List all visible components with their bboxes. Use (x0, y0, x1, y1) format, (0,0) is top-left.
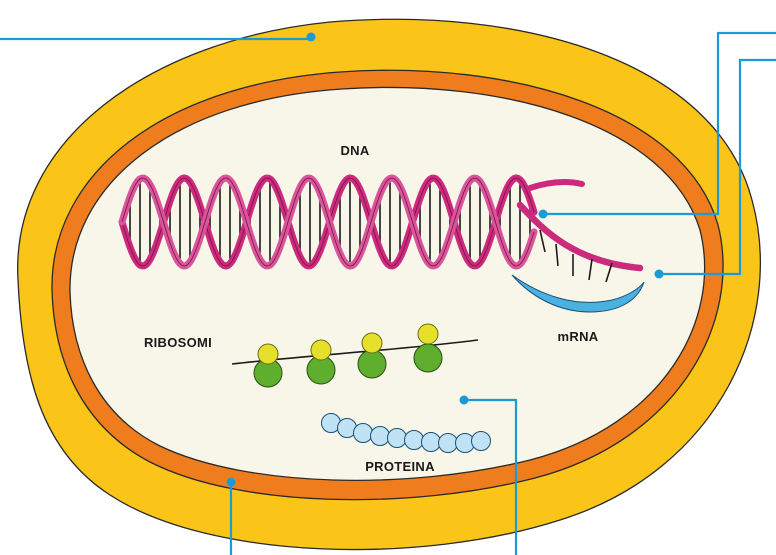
ribosome (254, 344, 282, 387)
ribosome (358, 333, 386, 378)
amino-acid (371, 427, 390, 446)
label-ribosomi: RIBOSOMI (144, 335, 212, 350)
ribosome-small-subunit (258, 344, 278, 364)
ribosome-small-subunit (418, 324, 438, 344)
amino-acid (354, 424, 373, 443)
amino-acid (439, 434, 458, 453)
label-dna: DNA (340, 143, 369, 158)
amino-acid (388, 429, 407, 448)
amino-acid (472, 432, 491, 451)
ribosome-small-subunit (362, 333, 382, 353)
ribosome-large-subunit (358, 350, 386, 378)
pointer-dot-membrane (227, 478, 236, 487)
ribosome-large-subunit (414, 344, 442, 372)
ribosome (307, 340, 335, 384)
pointer-dot-dna (539, 210, 548, 219)
pointer-dot-cytoplasm (460, 396, 469, 405)
cytoplasm (70, 87, 705, 480)
label-proteina: PROTEINA (365, 459, 435, 474)
amino-acid (422, 433, 441, 452)
pointer-dot-capsule (307, 33, 316, 42)
ribosome (414, 324, 442, 372)
pointer-dot-mrna (655, 270, 664, 279)
ribosome-small-subunit (311, 340, 331, 360)
amino-acid (405, 431, 424, 450)
label-mrna: mRNA (558, 329, 599, 344)
